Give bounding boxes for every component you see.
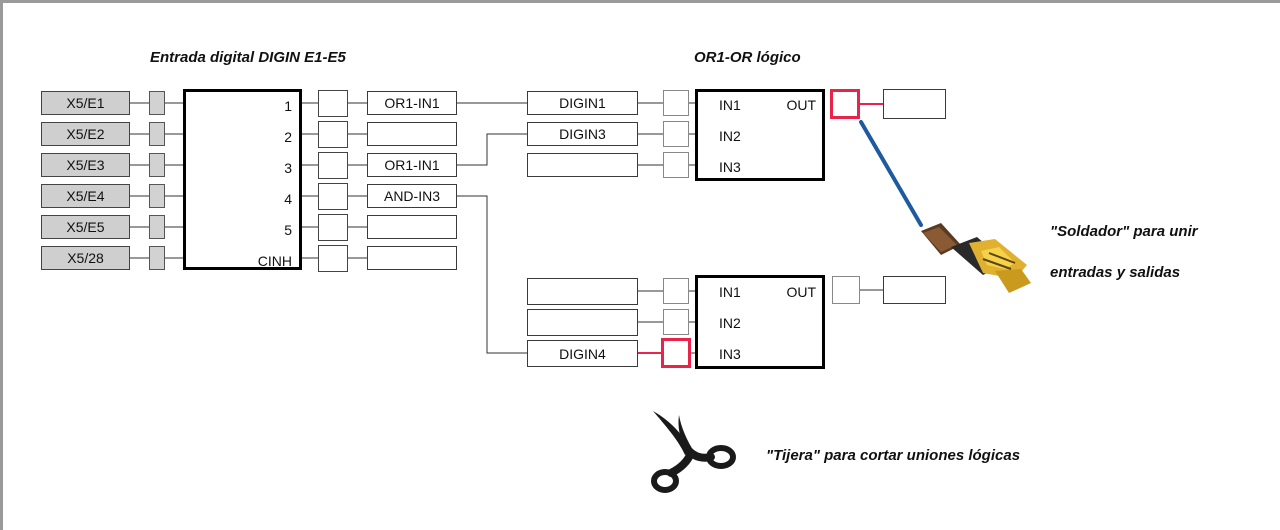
output-pin[interactable]: [318, 121, 348, 148]
digin-output-label: 1: [284, 98, 292, 114]
link-or1-in1-digin3[interactable]: [457, 133, 527, 166]
soldering-note: "Soldador" para unir: [1050, 223, 1198, 240]
solder-wire: [859, 120, 923, 227]
or-input-label: IN1: [719, 284, 741, 300]
digital-input-title: Entrada digital DIGIN E1-E5: [150, 49, 346, 66]
digin-output-label: CINH: [257, 253, 292, 269]
or-input-label: IN1: [719, 97, 741, 113]
target-field[interactable]: [367, 215, 457, 239]
or-block-title: OR1-OR lógico: [694, 49, 801, 66]
output-target-field[interactable]: [883, 276, 946, 304]
digin-output-label: 3: [284, 160, 292, 176]
source-field[interactable]: DIGIN4: [527, 340, 638, 367]
connector-pin[interactable]: [149, 184, 165, 208]
source-field[interactable]: [527, 153, 638, 177]
output-pin[interactable]: [832, 276, 860, 304]
target-field[interactable]: OR1-IN1: [367, 153, 457, 177]
digin-output-label: 4: [284, 191, 292, 207]
target-field[interactable]: [367, 246, 457, 270]
wire-layer: [130, 102, 923, 354]
soldering-iron-icon[interactable]: [911, 221, 1035, 301]
target-field[interactable]: OR1-IN1: [367, 91, 457, 115]
input-pin[interactable]: [663, 278, 689, 304]
terminal-x5-e4[interactable]: X5/E4: [41, 184, 130, 208]
or-output-label: OUT: [786, 284, 816, 300]
source-field[interactable]: [527, 278, 638, 305]
or-input-label: IN2: [719, 128, 741, 144]
source-field[interactable]: DIGIN3: [527, 122, 638, 146]
link-and-in3-digin4[interactable]: [457, 195, 527, 354]
or-input-label: IN2: [719, 315, 741, 331]
output-pin[interactable]: [318, 90, 348, 117]
input-pin-selected[interactable]: [661, 338, 691, 368]
input-pin[interactable]: [663, 90, 689, 116]
output-pin[interactable]: [318, 214, 348, 241]
or-input-label: IN3: [719, 159, 741, 175]
output-pin[interactable]: [318, 152, 348, 179]
digin-output-label: 2: [284, 129, 292, 145]
or-block-2[interactable]: IN1 IN2 IN3 OUT: [695, 275, 825, 369]
connector-pin[interactable]: [149, 91, 165, 115]
terminal-x5-e1[interactable]: X5/E1: [41, 91, 130, 115]
connector-pin[interactable]: [149, 153, 165, 177]
input-pin[interactable]: [663, 121, 689, 147]
connector-pin[interactable]: [149, 246, 165, 270]
or-output-label: OUT: [786, 97, 816, 113]
connector-pin[interactable]: [149, 215, 165, 239]
scissors-icon[interactable]: [645, 407, 737, 495]
terminal-x5-28[interactable]: X5/28: [41, 246, 130, 270]
soldering-note: entradas y salidas: [1050, 264, 1181, 281]
output-pin-selected[interactable]: [830, 89, 860, 119]
output-target-field[interactable]: [883, 89, 946, 119]
input-pin[interactable]: [663, 309, 689, 335]
digin-output-label: 5: [284, 222, 292, 238]
output-pin[interactable]: [318, 245, 348, 272]
input-pin[interactable]: [663, 152, 689, 178]
target-field[interactable]: [367, 122, 457, 146]
source-field[interactable]: [527, 309, 638, 336]
connector-pin[interactable]: [149, 122, 165, 146]
output-pin[interactable]: [318, 183, 348, 210]
terminal-x5-e2[interactable]: X5/E2: [41, 122, 130, 146]
source-field[interactable]: DIGIN1: [527, 91, 638, 115]
scissors-note: "Tijera" para cortar uniones lógicas: [766, 447, 1021, 464]
or-input-label: IN3: [719, 346, 741, 362]
target-field[interactable]: AND-IN3: [367, 184, 457, 208]
terminal-x5-e3[interactable]: X5/E3: [41, 153, 130, 177]
digin-block[interactable]: 1 2 3 4 5 CINH: [183, 89, 302, 270]
or-block-1[interactable]: IN1 IN2 IN3 OUT: [695, 89, 825, 181]
terminal-x5-e5[interactable]: X5/E5: [41, 215, 130, 239]
